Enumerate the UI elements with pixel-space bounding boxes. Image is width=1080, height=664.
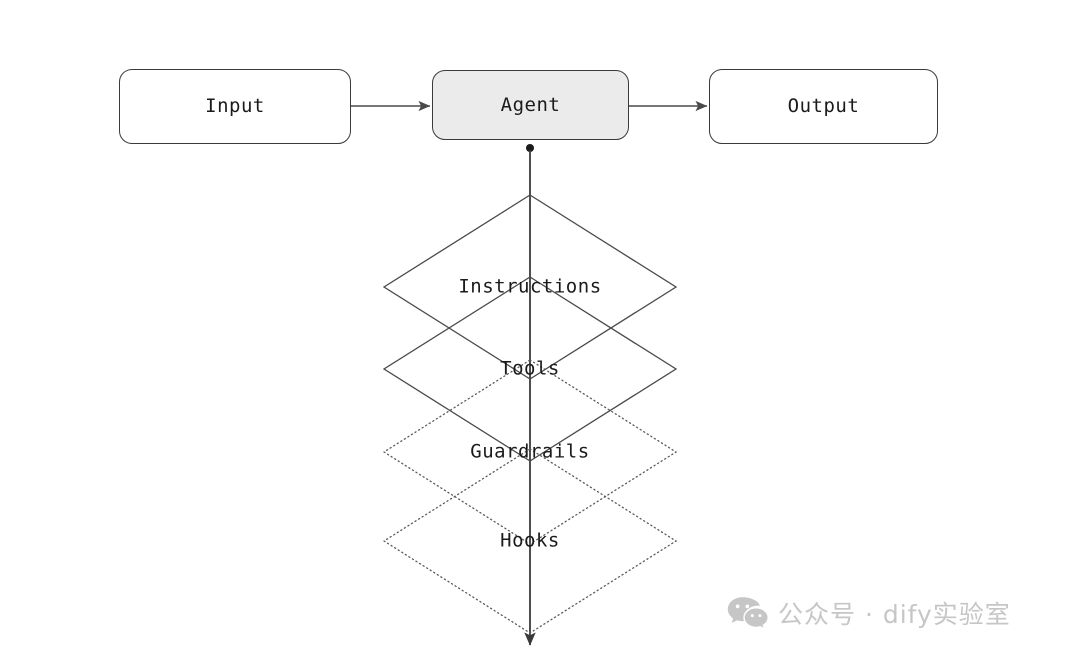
node-agent[interactable]: Agent xyxy=(432,70,629,140)
layer-label-hooks: Hooks xyxy=(500,529,560,552)
node-input[interactable]: Input xyxy=(119,69,351,144)
node-agent-label: Agent xyxy=(500,93,561,116)
node-output-label: Output xyxy=(787,95,860,117)
node-output[interactable]: Output xyxy=(709,69,938,144)
watermark-text: 公众号 · dify实验室 xyxy=(778,599,1011,629)
layer-label-guardrails: Guardrails xyxy=(470,440,590,463)
watermark: 公众号 · dify实验室 xyxy=(727,596,1011,632)
node-input-label: Input xyxy=(205,95,265,117)
agent-connector-dot xyxy=(526,144,534,152)
wechat-icon xyxy=(727,597,769,631)
layer-label-instructions: Instructions xyxy=(458,275,602,298)
layer-label-tools: Tools xyxy=(500,357,560,380)
